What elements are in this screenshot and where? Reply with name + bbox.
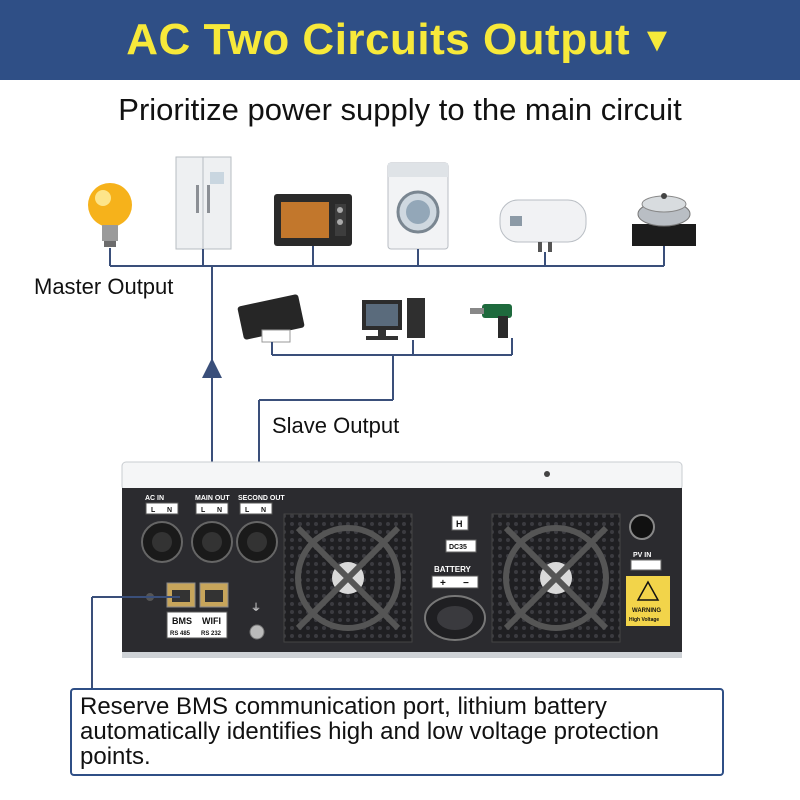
svg-text:H: H — [456, 519, 463, 529]
main-out-label: MAIN OUT — [195, 495, 230, 502]
drill-icon — [470, 304, 512, 338]
left-fan-icon — [283, 513, 413, 643]
svg-text:PV IN: PV IN — [633, 552, 651, 559]
cable-glands — [141, 521, 278, 563]
svg-text:WIFI: WIFI — [202, 616, 221, 626]
battery-section — [424, 515, 486, 641]
svg-text:N: N — [167, 507, 172, 514]
slave-bus — [258, 338, 513, 505]
ac-ports: AC IN MAIN OUT SECOND OUT — [145, 495, 285, 502]
washing-machine-icon — [387, 162, 449, 250]
terminal-blocks — [145, 502, 273, 515]
triangle-down-icon: ▼ — [640, 20, 674, 59]
svg-text:N: N — [261, 507, 266, 514]
svg-text:RS 232: RS 232 — [201, 631, 222, 637]
ground-icon: ⏚ — [251, 602, 261, 614]
pv-labels: PV IN WARNING High Voltage — [629, 552, 661, 623]
comm-labels: BMS WIFI RS 485 RS 232 — [170, 616, 222, 637]
svg-text:+: + — [440, 578, 446, 589]
warning-label: WARNING — [632, 608, 661, 614]
header-title: AC Two Circuits Output — [126, 15, 631, 64]
second-out-label: SECOND OUT — [238, 495, 285, 502]
svg-text:DC35: DC35 — [449, 544, 467, 551]
svg-text:BATTERY: BATTERY — [434, 565, 472, 574]
printer-icon — [237, 294, 305, 343]
svg-text:RS 485: RS 485 — [170, 631, 191, 637]
subtitle: Prioritize power supply to the main circ… — [118, 92, 682, 127]
cooker-icon — [632, 193, 696, 246]
battery-labels: H DC35 BATTERY + − — [434, 519, 472, 589]
oven-icon — [274, 194, 352, 246]
pv-section — [626, 514, 670, 626]
master-output-label: Master Output — [34, 274, 174, 299]
water-heater-icon — [499, 199, 587, 252]
ac-in-label: AC IN — [145, 495, 164, 502]
svg-text:L: L — [151, 507, 156, 514]
right-fan-icon — [491, 513, 621, 643]
svg-text:N: N — [217, 507, 222, 514]
refrigerator-icon — [175, 156, 232, 250]
comm-ports — [166, 582, 229, 639]
ground-screw-icon — [249, 624, 265, 640]
svg-text:L: L — [245, 507, 250, 514]
slave-output-label: Slave Output — [272, 413, 400, 438]
terminal-letters: L N L N L N — [151, 507, 266, 514]
svg-text:BMS: BMS — [172, 616, 192, 626]
header-banner: AC Two Circuits Output ▼ — [0, 0, 800, 80]
svg-text:L: L — [201, 507, 206, 514]
high-voltage-label: High Voltage — [629, 617, 659, 623]
desktop-computer-icon — [362, 298, 425, 340]
svg-text:−: − — [463, 578, 469, 589]
bms-note: Reserve BMS communication port, lithium … — [70, 688, 724, 776]
bms-pointer-line — [91, 596, 180, 690]
light-bulb-icon — [88, 183, 132, 247]
